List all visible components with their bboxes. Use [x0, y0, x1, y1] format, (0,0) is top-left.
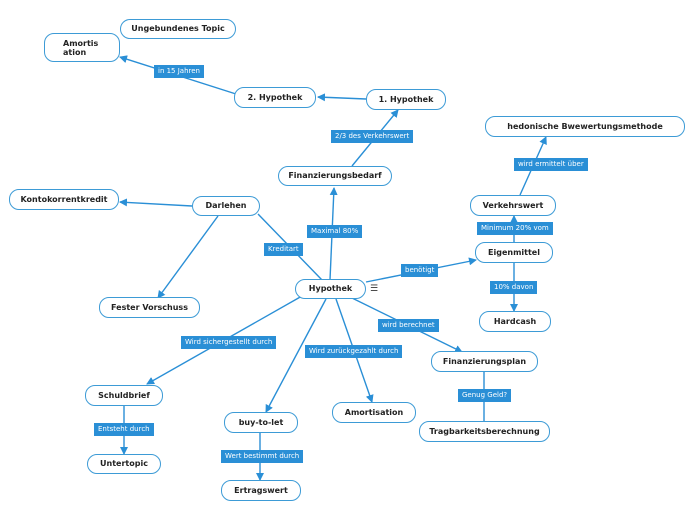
edge-label-benoetigt[interactable]: benötigt: [401, 264, 439, 277]
edge-label-sichergestellt[interactable]: Wird sichergestellt durch: [181, 336, 277, 349]
node-label: hedonische Bwewertungsmethode: [507, 121, 663, 131]
node-ertragswert[interactable]: Ertragswert: [221, 480, 301, 501]
edge-label-10-prozent[interactable]: 10% davon: [490, 281, 538, 294]
node-verkehrswert[interactable]: Verkehrswert: [470, 195, 556, 216]
menu-icon[interactable]: ☰: [370, 284, 379, 294]
edge-darlehen-vorschuss: [157, 215, 219, 299]
node-label: Ungebundenes Topic: [131, 24, 225, 33]
node-untertopic[interactable]: Untertopic: [87, 454, 161, 474]
node-1-hypothek[interactable]: 1. Hypothek: [366, 89, 446, 110]
node-ungebundenes-topic[interactable]: Ungebundenes Topic: [120, 19, 236, 39]
node-finanzierungsbedarf[interactable]: Finanzierungsbedarf: [278, 166, 392, 186]
node-tragbarkeitsberechnung[interactable]: Tragbarkeitsberechnung: [419, 421, 550, 442]
edge-hypothek-buytolet: [265, 298, 327, 413]
edge-label-minimum[interactable]: Minimum 20% vom: [477, 222, 553, 235]
node-finanzierungsplan[interactable]: Finanzierungsplan: [431, 351, 538, 372]
node-schuldbrief[interactable]: Schuldbrief: [85, 385, 163, 406]
node-hypothek-central[interactable]: Hypothek: [295, 279, 366, 299]
node-buy-to-let[interactable]: buy-to-let: [224, 412, 298, 433]
node-amortisation[interactable]: Amortisation: [332, 402, 416, 423]
edge-darlehen-konto: [119, 198, 193, 207]
edge-label-2-3-verkehrswert[interactable]: 2/3 des Verkehrswert: [331, 130, 414, 143]
node-label: Schuldbrief: [98, 390, 150, 400]
edge-label-wert-bestimmt[interactable]: Wert bestimmt durch: [221, 450, 304, 463]
node-hedonische-bewertung[interactable]: hedonische Bwewertungsmethode: [485, 116, 685, 137]
node-label: buy-to-let: [238, 417, 284, 427]
edge-label-zurueckgezahlt[interactable]: Wird zurückgezahlt durch: [305, 345, 403, 358]
node-label: Ertragswert: [234, 485, 288, 495]
node-label: Hardcash: [493, 316, 537, 326]
edge-hyp1-hyp2: [317, 93, 367, 102]
node-label: 2. Hypothek: [247, 92, 303, 102]
node-hardcash[interactable]: Hardcash: [479, 311, 551, 332]
node-label: Hypothek: [308, 284, 353, 293]
edge-label-genug-geld[interactable]: Genug Geld?: [458, 389, 512, 402]
edge-label-entsteht[interactable]: Entsteht durch: [94, 423, 154, 436]
node-label: 1. Hypothek: [378, 94, 434, 104]
node-label: Finanzierungsbedarf: [288, 171, 382, 180]
node-label: Kontokorrentkredit: [20, 194, 108, 204]
node-label: Eigenmittel: [488, 247, 540, 257]
edge-label-kreditart[interactable]: Kreditart: [264, 243, 303, 256]
node-label: Fester Vorschuss: [111, 302, 188, 312]
edge-label-maximal[interactable]: Maximal 80%: [307, 225, 363, 238]
node-label: Verkehrswert: [482, 200, 544, 210]
node-eigenmittel[interactable]: Eigenmittel: [475, 242, 553, 263]
node-darlehen[interactable]: Darlehen: [192, 196, 260, 216]
node-kontokorrentkredit[interactable]: Kontokorrentkredit: [9, 189, 119, 210]
node-fester-vorschuss[interactable]: Fester Vorschuss: [99, 297, 200, 318]
node-label: Amortisation: [344, 407, 404, 417]
node-label: Tragbarkeitsberechnung: [429, 426, 540, 436]
node-2-hypothek[interactable]: 2. Hypothek: [234, 87, 316, 108]
node-label: Darlehen: [205, 201, 247, 210]
edge-label-berechnet[interactable]: wird berechnet: [378, 319, 439, 332]
node-label: Finanzierungsplan: [442, 356, 527, 366]
edge-label-ermittelt[interactable]: wird ermittelt über: [514, 158, 588, 171]
node-label: Untertopic: [100, 459, 148, 468]
edge-label-in-15-jahren[interactable]: in 15 Jahren: [154, 65, 204, 78]
